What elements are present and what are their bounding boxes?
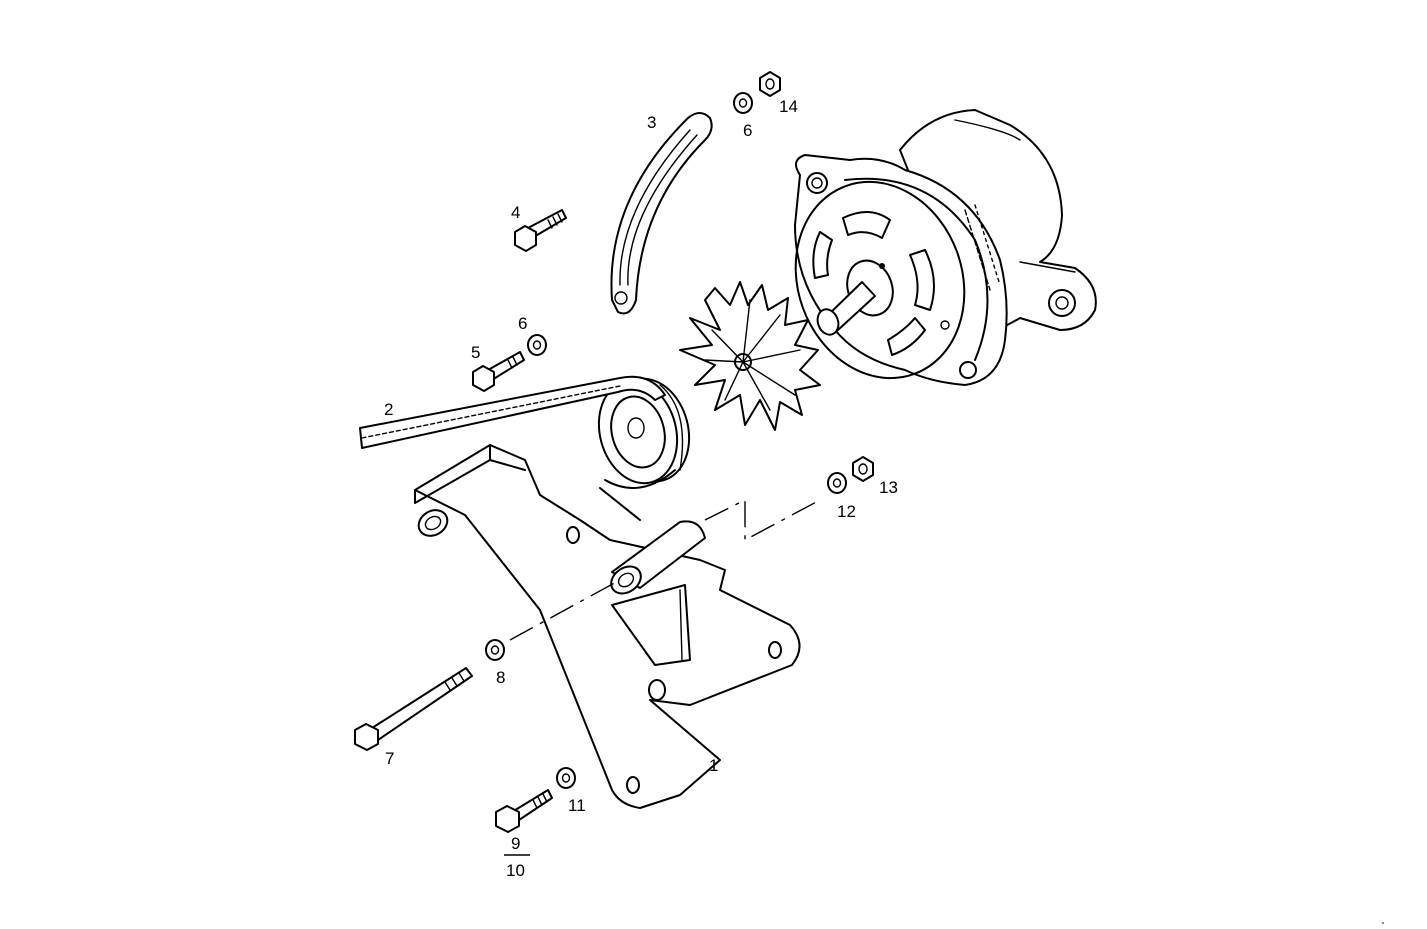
washer-6-mid: [527, 334, 547, 356]
washer-12: [827, 472, 847, 494]
adjusting-strap: [610, 112, 713, 315]
callout-10: 10: [506, 861, 525, 880]
callout-9: 9: [511, 834, 520, 853]
centerline-right: [704, 498, 821, 542]
washer-11: [556, 767, 576, 789]
bolt-5: [472, 351, 525, 392]
callout-8: 8: [496, 668, 505, 687]
callout-11: 11: [568, 796, 586, 815]
nut-14: [759, 71, 781, 97]
v-belt: [359, 375, 676, 521]
nut-13: [852, 456, 874, 482]
callout-4: 4: [511, 203, 520, 222]
washer-8: [485, 639, 505, 661]
callout-6-mid: 6: [518, 314, 527, 333]
callout-12: 12: [837, 502, 856, 521]
callout-1: 1: [709, 756, 718, 775]
washer-6-top: [733, 92, 753, 114]
centerline-left: [509, 579, 621, 641]
bolt-4: [514, 209, 567, 252]
mounting-bracket: [414, 444, 801, 809]
callout-14: 14: [779, 97, 798, 116]
bolt-9-10: [495, 789, 553, 833]
corner-dot: [1382, 922, 1384, 924]
callout-5: 5: [471, 343, 480, 362]
callout-3: 3: [647, 113, 656, 132]
callout-13: 13: [879, 478, 898, 497]
bolt-7: [354, 667, 473, 751]
callout-6-top: 6: [743, 121, 752, 140]
pulley: [597, 377, 691, 485]
alternator: [794, 109, 1097, 386]
callout-2: 2: [384, 400, 393, 419]
cooling-fan: [679, 281, 821, 431]
callout-7: 7: [385, 749, 394, 768]
